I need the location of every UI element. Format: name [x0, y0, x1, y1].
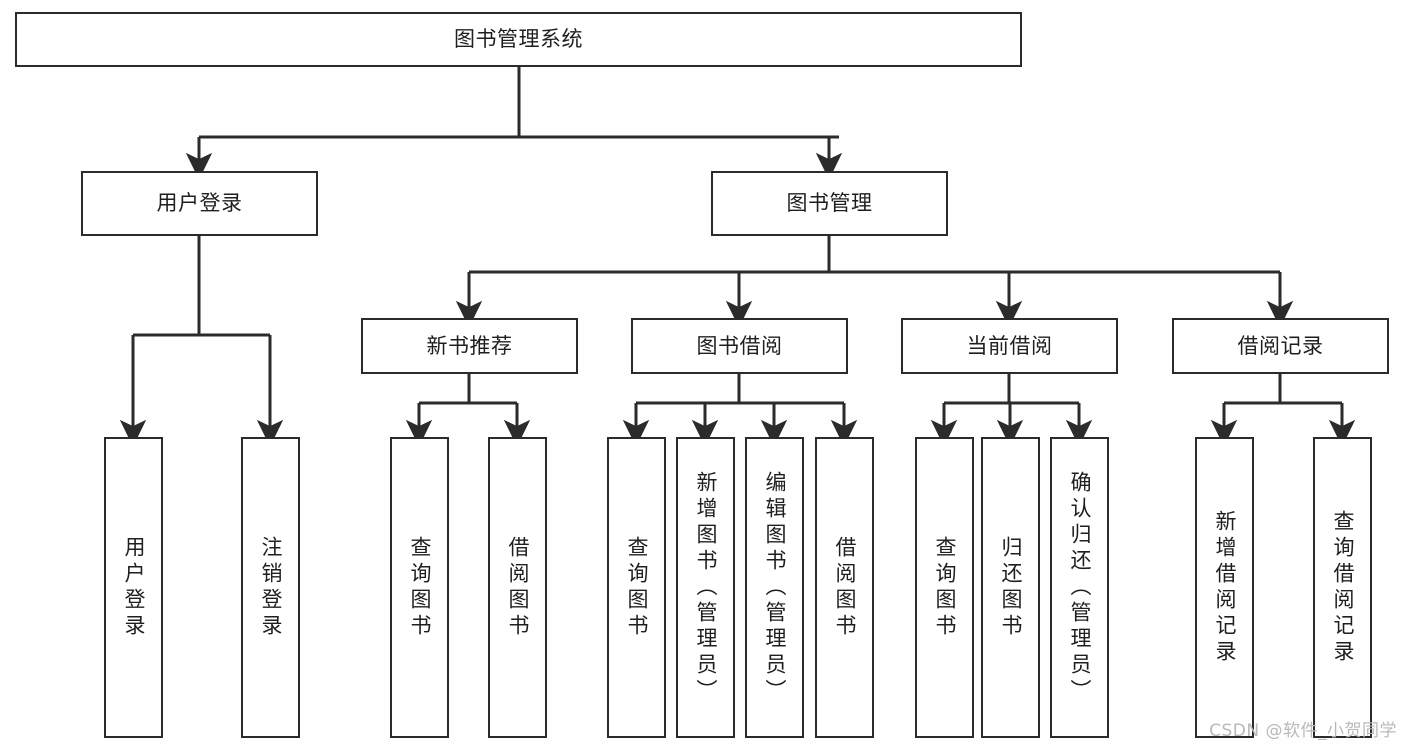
node-label: 用户登录: [156, 191, 243, 216]
leaf-book-borrow-borrow-book[interactable]: 借阅图书: [815, 437, 874, 738]
node-label: 新书推荐: [426, 333, 513, 358]
node-label: 当前借阅: [966, 333, 1053, 358]
node-borrow-record[interactable]: 借阅记录: [1172, 318, 1389, 374]
node-current-borrow[interactable]: 当前借阅: [901, 318, 1118, 374]
leaf-current-borrow-query-book[interactable]: 查询图书: [915, 437, 974, 738]
node-label: 借阅图书: [506, 535, 531, 640]
node-book-management-system[interactable]: 图书管理系统: [15, 12, 1022, 67]
node-label: 借阅图书: [833, 535, 858, 640]
node-book-borrow[interactable]: 图书借阅: [631, 318, 848, 374]
node-user-login[interactable]: 用户登录: [81, 171, 318, 236]
node-label: 借阅记录: [1237, 333, 1324, 358]
node-label: 图书管理系统: [454, 27, 583, 52]
node-label: 新增图书（管理员）: [694, 470, 719, 705]
leaf-book-borrow-add-book[interactable]: 新增图书（管理员）: [676, 437, 735, 738]
node-label: 确认归还（管理员）: [1068, 470, 1093, 705]
node-label: 查询借阅记录: [1331, 509, 1356, 666]
node-label: 新增借阅记录: [1213, 509, 1238, 666]
node-label: 用户登录: [122, 535, 147, 640]
leaf-current-borrow-return-book[interactable]: 归还图书: [981, 437, 1040, 738]
node-label: 查询图书: [625, 535, 650, 640]
node-label: 图书管理: [786, 191, 873, 216]
csdn-watermark: CSDN @软件_小贺同学: [1209, 721, 1397, 741]
leaf-borrow-record-add-record[interactable]: 新增借阅记录: [1195, 437, 1254, 738]
leaf-book-borrow-query-book[interactable]: 查询图书: [607, 437, 666, 738]
node-label: 查询图书: [408, 535, 433, 640]
node-book-management[interactable]: 图书管理: [711, 171, 948, 236]
leaf-new-book-query-book[interactable]: 查询图书: [390, 437, 449, 738]
leaf-book-borrow-edit-book[interactable]: 编辑图书（管理员）: [745, 437, 804, 738]
leaf-user-login-login[interactable]: 用户登录: [104, 437, 163, 738]
node-label: 编辑图书（管理员）: [763, 470, 788, 705]
node-label: 图书借阅: [696, 333, 783, 358]
leaf-new-book-borrow-book[interactable]: 借阅图书: [488, 437, 547, 738]
leaf-current-borrow-confirm-return[interactable]: 确认归还（管理员）: [1050, 437, 1109, 738]
node-new-book-recommend[interactable]: 新书推荐: [361, 318, 578, 374]
node-label: 查询图书: [933, 535, 958, 640]
node-label: 注销登录: [259, 535, 284, 640]
leaf-user-login-logout[interactable]: 注销登录: [241, 437, 300, 738]
node-label: 归还图书: [999, 535, 1024, 640]
leaf-borrow-record-query-record[interactable]: 查询借阅记录: [1313, 437, 1372, 738]
